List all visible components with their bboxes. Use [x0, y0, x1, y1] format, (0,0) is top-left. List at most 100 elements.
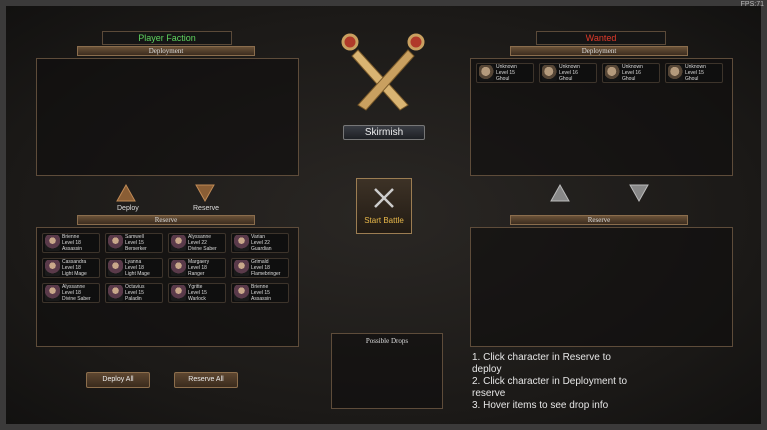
reserve-all-button[interactable]: Reserve All	[174, 372, 238, 388]
character-portrait	[605, 65, 620, 81]
character-level: Level 22	[251, 240, 270, 246]
character-name: Unknown	[622, 64, 643, 70]
deploy-arrow-icon[interactable]	[116, 184, 136, 202]
character-name: Lyanna	[125, 259, 142, 265]
character-level: Level 16	[622, 70, 641, 76]
character-name: Varian	[251, 234, 266, 240]
swords-icon	[374, 188, 394, 208]
character-portrait	[234, 260, 249, 276]
character-portrait	[171, 260, 186, 276]
start-battle-button[interactable]: Start Battle	[356, 178, 412, 234]
player-faction-title: Player Faction	[102, 31, 232, 45]
character-name: Margaery	[188, 259, 210, 265]
character-name: Unknown	[685, 64, 706, 70]
character-name: Alyssanne	[188, 234, 212, 240]
character-name: Octavius	[125, 284, 145, 290]
character-level: Level 18	[188, 265, 207, 271]
enemy-deployment-header: Deployment	[510, 46, 688, 56]
character-class: Ghoul	[559, 76, 573, 82]
enemy-deploy-arrow-icon[interactable]	[550, 184, 570, 202]
character-portrait	[479, 65, 494, 81]
character-portrait	[171, 285, 186, 301]
character-portrait	[542, 65, 557, 81]
enemy-faction-title: Wanted	[536, 31, 666, 45]
character-level: Level 18	[251, 265, 270, 271]
character-level: Level 18	[62, 240, 81, 246]
character-portrait	[234, 235, 249, 251]
character-class: Assassin	[251, 296, 272, 302]
character-portrait	[45, 260, 60, 276]
character-class: Paladin	[125, 296, 142, 302]
character-class: Flamebringer	[251, 271, 281, 277]
help-line: 3. Hover items to see drop info	[472, 400, 609, 411]
deploy-label: Deploy	[117, 205, 139, 212]
character-name: Cassandra	[62, 259, 87, 265]
character-class: Guardian	[251, 246, 272, 252]
fps-counter: FPS:71	[740, 1, 764, 8]
character-level: Level 18	[62, 265, 81, 271]
enemy-reserve-arrow-icon[interactable]	[629, 184, 649, 202]
character-name: Ygritte	[188, 284, 203, 290]
character-class: Ghoul	[622, 76, 636, 82]
character-level: Level 18	[62, 290, 81, 296]
character-name: Alyssanne	[62, 284, 86, 290]
character-portrait	[668, 65, 683, 81]
character-portrait	[108, 235, 123, 251]
character-level: Level 15	[685, 70, 704, 76]
character-level: Level 22	[188, 240, 207, 246]
character-portrait	[171, 235, 186, 251]
character-portrait	[45, 285, 60, 301]
character-level: Level 15	[496, 70, 515, 76]
enemy-reserve-header: Reserve	[510, 215, 688, 225]
character-portrait	[108, 285, 123, 301]
character-portrait	[108, 260, 123, 276]
character-name: Unknown	[559, 64, 580, 70]
character-name: Brienne	[62, 234, 80, 240]
enemy-reserve-panel	[470, 227, 733, 347]
character-class: Warlock	[188, 296, 206, 302]
character-class: Divine Saber	[62, 296, 91, 302]
reserve-arrow-icon[interactable]	[195, 184, 215, 202]
character-portrait	[234, 285, 249, 301]
character-level: Level 15	[251, 290, 270, 296]
player-reserve-header: Reserve	[77, 215, 255, 225]
help-line: 1. Click character in Reserve to deploy	[472, 352, 611, 375]
character-level: Level 15	[188, 290, 207, 296]
crossed-swords-icon	[341, 33, 425, 111]
deploy-all-button[interactable]: Deploy All	[86, 372, 150, 388]
character-class: Light Mage	[125, 271, 150, 277]
character-name: Brienne	[251, 284, 269, 290]
character-class: Ghoul	[496, 76, 510, 82]
player-deployment-panel[interactable]	[36, 58, 299, 176]
